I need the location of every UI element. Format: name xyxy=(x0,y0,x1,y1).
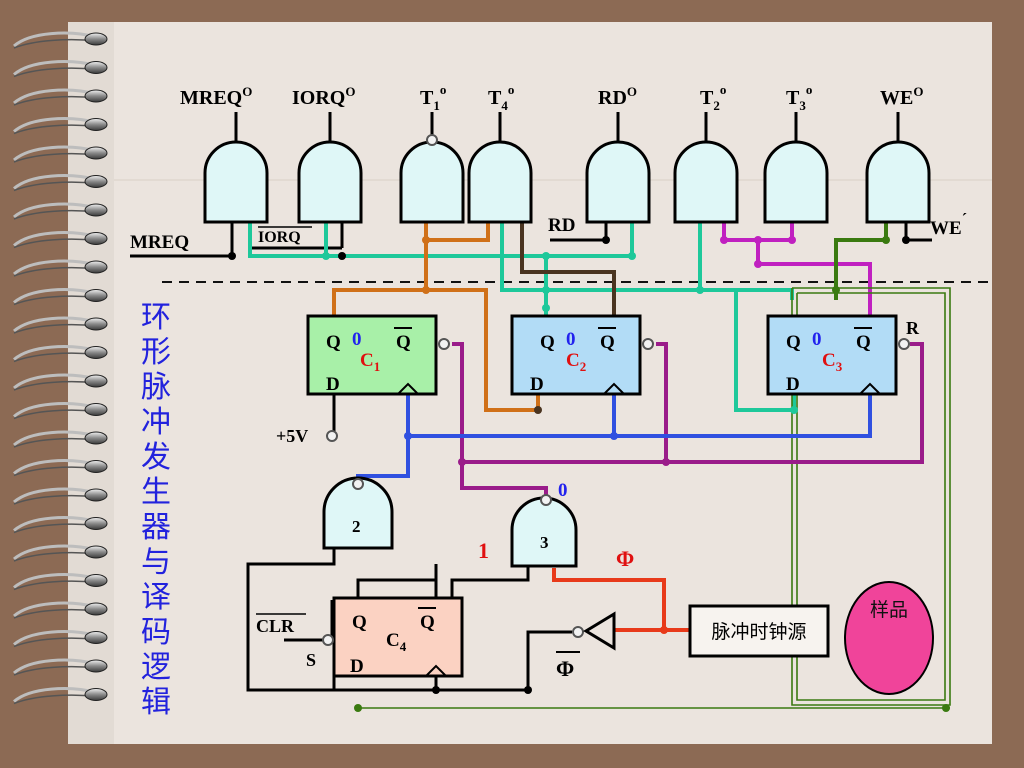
spiral-hole xyxy=(84,431,108,445)
spiral-hole xyxy=(84,317,108,331)
spiral-hole xyxy=(84,89,108,103)
label-one: 1 xyxy=(478,538,489,563)
spiral-hole xyxy=(84,374,108,388)
flipflop-c2 xyxy=(510,314,642,396)
spiral-hole xyxy=(84,118,108,131)
label-t1-out: T1o xyxy=(420,82,446,113)
top-and-gate xyxy=(467,140,533,224)
label-t3-out: T3o xyxy=(786,82,812,113)
label-clr: CLR xyxy=(256,616,295,636)
label-rd-out: RDO xyxy=(598,84,637,109)
spiral-hole xyxy=(84,346,108,359)
c1-qbar: Q xyxy=(396,332,411,353)
spiral-hole xyxy=(84,659,108,673)
spiral-hole xyxy=(84,175,108,188)
spiral-hole xyxy=(84,631,108,644)
spiral-hole xyxy=(84,545,108,559)
c4-q: Q xyxy=(352,612,367,633)
label-mreq-out: MREQO xyxy=(180,84,252,109)
gate-3-label: 3 xyxy=(540,533,549,552)
gate-inversion-bubble xyxy=(426,134,438,146)
inverter-buffer xyxy=(583,611,616,651)
c2-name: C2 xyxy=(566,350,586,374)
spiral-hole xyxy=(84,289,108,302)
top-and-gate xyxy=(673,140,739,224)
label-phi: Φ xyxy=(616,546,634,571)
wires xyxy=(130,222,951,709)
c3-init: 0 xyxy=(812,329,822,350)
flipflop-c1 xyxy=(306,314,438,396)
spiral-hole xyxy=(84,146,108,160)
c4-qbar: Q xyxy=(420,612,435,633)
c3-qbar: Q xyxy=(856,332,871,353)
and-gate-3: 3 xyxy=(510,494,578,568)
spiral-hole xyxy=(84,574,108,587)
wire-junctions xyxy=(228,236,950,712)
label-phi-bar: Φ xyxy=(556,656,574,681)
spiral-hole xyxy=(84,602,108,616)
top-output-labels: MREQO IORQO T1o T4o RDO T2o T3o WEO xyxy=(180,82,923,113)
c1-q: Q xyxy=(326,332,341,353)
c2-qbar: Q xyxy=(600,332,615,353)
top-and-gate xyxy=(297,140,363,224)
c1-init: 0 xyxy=(352,329,362,350)
spiral-binding xyxy=(13,31,108,705)
label-t4-out: T4o xyxy=(488,82,514,113)
label-t2-out: T2o xyxy=(700,82,726,113)
label-we-in: WE´ xyxy=(930,211,967,239)
top-and-gate xyxy=(865,140,931,224)
gate-2-label: 2 xyxy=(352,517,361,536)
c1-name: C1 xyxy=(360,350,380,374)
spiral-hole xyxy=(84,232,108,245)
c4-name: C4 xyxy=(386,630,407,654)
sample-ellipse: 样品 xyxy=(844,581,934,695)
label-plus5v: +5V xyxy=(276,426,308,446)
top-and-gate xyxy=(585,140,651,224)
label-iorq-out: IORQO xyxy=(292,84,355,109)
top-and-gate xyxy=(763,140,829,224)
top-and-gate xyxy=(203,140,269,224)
c2-q: Q xyxy=(540,332,555,353)
spiral-hole xyxy=(84,32,108,46)
c3-d: D xyxy=(786,374,800,395)
label-reset: R xyxy=(906,318,920,338)
spiral-hole xyxy=(84,688,108,701)
top-and-gate xyxy=(399,140,465,224)
vertical-title-text: 环形脉冲发生器与译码逻辑 xyxy=(141,300,171,720)
clock-source-box: 脉冲时钟源 xyxy=(688,604,830,658)
spiral-hole xyxy=(84,517,108,530)
clock-source-label: 脉冲时钟源 xyxy=(711,621,806,643)
c4-d: D xyxy=(350,656,364,677)
label-set: S xyxy=(306,650,316,670)
spiral-hole xyxy=(84,203,108,217)
spiral-hole xyxy=(84,260,108,274)
label-rd-in: RD xyxy=(548,215,575,236)
sample-label: 样品 xyxy=(870,599,908,621)
c3-name: C3 xyxy=(822,350,843,374)
spiral-hole xyxy=(84,460,108,473)
label-mreq-in: MREQ xyxy=(130,232,189,253)
vertical-title: 环形脉冲发生器与译码逻辑 xyxy=(136,300,176,720)
top-and-gates xyxy=(203,112,931,224)
flipflop-c3 xyxy=(766,314,898,396)
label-zero: 0 xyxy=(558,480,568,501)
spiral-hole xyxy=(84,488,108,502)
and-gate-2: 2 xyxy=(322,476,394,550)
c2-init: 0 xyxy=(566,329,576,350)
spiral-hole xyxy=(84,61,108,74)
c2-d: D xyxy=(530,374,544,395)
label-iorq-in: IORQ xyxy=(258,229,301,246)
spiral-hole xyxy=(84,403,108,416)
label-we-out: WEO xyxy=(880,84,923,109)
c1-d: D xyxy=(326,374,340,395)
flipflop-c4 xyxy=(332,596,464,678)
ff-pins xyxy=(322,338,910,646)
c3-q: Q xyxy=(786,332,801,353)
